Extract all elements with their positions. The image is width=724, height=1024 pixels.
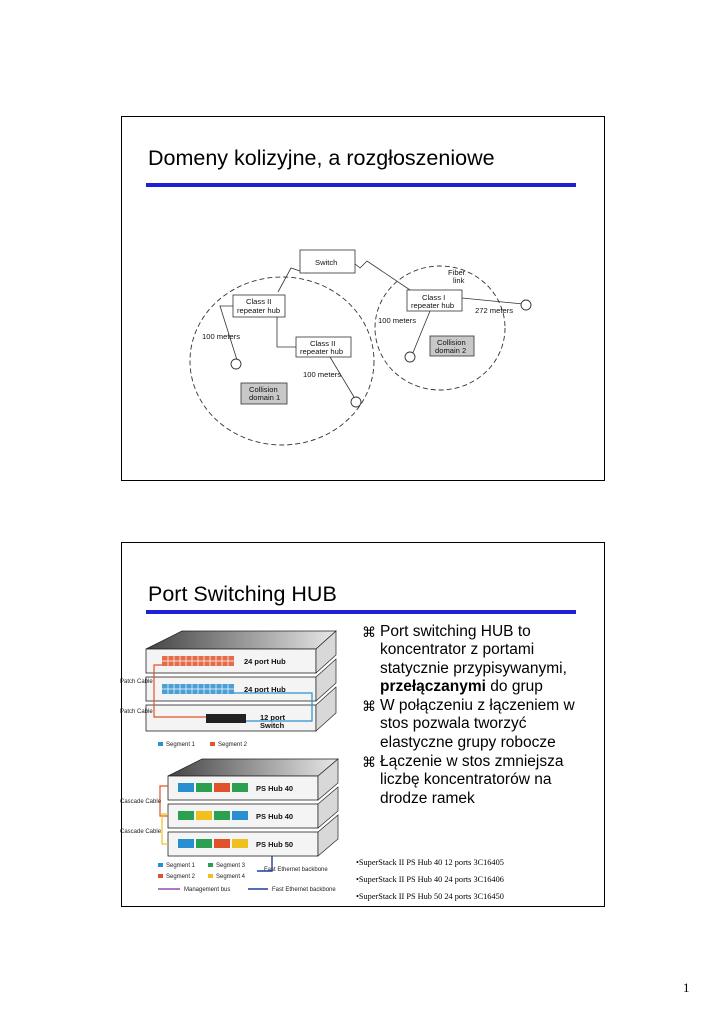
- station-left: [230, 358, 242, 370]
- legend-seg3-label: Segment 3: [216, 863, 246, 869]
- collision-domain-2-box: [429, 335, 475, 357]
- product-notes: •SuperStack II PS Hub 40 12 ports 3C1640…: [356, 854, 504, 905]
- link-left-hub-mid-hub: [276, 317, 296, 348]
- switch-12-label-1: 12 port: [260, 713, 286, 722]
- dist-left-label: 100 meters: [202, 332, 240, 341]
- legend-top-seg2-swatch: [210, 742, 215, 746]
- link-right-hub-fiber: [461, 297, 524, 305]
- hub-right-label-2: repeater hub: [411, 301, 454, 310]
- hub-left-label-2: repeater hub: [237, 306, 280, 315]
- station-right: [404, 351, 416, 363]
- hub-24-a-ports: [162, 656, 234, 666]
- cascade-cable-b: [161, 813, 168, 845]
- link-right-hub-station: [411, 310, 431, 356]
- cascade-cable-label-1: Cascade Cable: [120, 799, 162, 805]
- collision-domain-1-label-1: Collision: [249, 385, 278, 394]
- patch-cable-label-1: Patch Cable: [120, 679, 153, 685]
- hub-right-label-1: Class I: [422, 293, 445, 302]
- slide-port-switching-hub: Port Switching HUB 24 port Hub 24 port H…: [120, 542, 605, 907]
- bullet-item-3: ⌘ Łączenie w stos zmniejsza liczbę konce…: [362, 753, 598, 808]
- bullet-item-1: ⌘ Port switching HUB to koncentrator z p…: [362, 623, 598, 696]
- link-left-hub-station: [219, 305, 238, 361]
- legend-seg2-label: Segment 2: [166, 874, 196, 880]
- legend-seg1-swatch: [158, 863, 163, 867]
- switch-12-ports: [206, 714, 246, 723]
- bullet-1-text-before: Port switching HUB to koncentrator z por…: [380, 623, 567, 677]
- hub-right-box: [406, 289, 463, 312]
- legend-fast-eth-label: Fast Ethernet backbone: [272, 887, 336, 893]
- product-note-2: •SuperStack II PS Hub 40 24 ports 3C1640…: [356, 875, 504, 884]
- title-rule: [146, 183, 576, 187]
- product-note-3: •SuperStack II PS Hub 50 24 ports 3C1645…: [356, 892, 504, 901]
- legend-seg4-label: Segment 4: [216, 874, 246, 880]
- fiber-label-1: Fiber: [448, 268, 466, 277]
- bullet-item-2: ⌘ W połączeniu z łączeniem w stos pozwal…: [362, 697, 598, 752]
- collision-domain-1-label-2: domain 1: [249, 393, 280, 402]
- legend-seg4-swatch: [208, 874, 213, 878]
- legend-seg1-label: Segment 1: [166, 863, 196, 869]
- collision-domain-2-label-2: domain 2: [435, 346, 466, 355]
- hub-24-a-label: 24 port Hub: [244, 657, 286, 666]
- bullet-list: ⌘ Port switching HUB to koncentrator z p…: [362, 623, 598, 809]
- top-stack-lid: [145, 630, 337, 650]
- switch-label: Switch: [315, 258, 337, 267]
- hub-left-label-1: Class II: [246, 297, 271, 306]
- ps-hub-40-b-label: PS Hub 40: [256, 812, 293, 821]
- legend-mgmt-label: Management bus: [184, 887, 230, 893]
- slide-collision-domains: Domeny kolizyjne, a rozgłoszeniowe Switc…: [121, 116, 605, 481]
- bullet-command-icon: ⌘: [362, 698, 376, 715]
- link-mid-hub-station: [329, 356, 355, 398]
- hub-mid-label-1: Class II: [310, 339, 335, 348]
- bullet-3-text: Łączenie w stos zmniejsza liczbę koncent…: [380, 753, 564, 807]
- cascade-cable-a: [159, 785, 168, 817]
- dist-fiber-label: 272 meters: [475, 306, 513, 315]
- collision-domain-1-box: [240, 382, 288, 405]
- ps-hub-40-a-ports: [178, 783, 248, 792]
- fast-ethernet-cable: [257, 856, 273, 872]
- legend-top-seg2-label: Segment 2: [218, 742, 248, 748]
- bullet-command-icon: ⌘: [362, 624, 376, 640]
- dist-mid-label: 100 meters: [303, 370, 341, 379]
- ps-hub-50-ports: [178, 839, 248, 848]
- station-mid: [350, 396, 362, 408]
- legend-seg3-swatch: [208, 863, 213, 867]
- dist-right-upper-label: 100 meters: [378, 316, 416, 325]
- cascade-cable-label-2: Cascade Cable: [120, 829, 162, 835]
- collision-domain-2-label-1: Collision: [437, 338, 466, 347]
- ps-hub-50-label: PS Hub 50: [256, 840, 293, 849]
- legend-seg2-swatch: [158, 874, 163, 878]
- slide-title: Domeny kolizyjne, a rozgłoszeniowe: [148, 146, 495, 170]
- collision-domain-2-ellipse: [374, 265, 506, 391]
- stacked-hub-illustration: 24 port Hub 24 port Hub 12 port Switch P…: [120, 630, 339, 893]
- legend-top-seg1-label: Segment 1: [166, 742, 196, 748]
- patch-cable-label-2: Patch Cable: [120, 709, 153, 715]
- legend-top-seg1-swatch: [158, 742, 163, 746]
- slide-title: Port Switching HUB: [148, 582, 337, 606]
- bullet-command-icon: ⌘: [362, 754, 376, 771]
- ps-hub-40-a-label: PS Hub 40: [256, 784, 293, 793]
- patch-cable-blue: [234, 692, 313, 722]
- title-rule: [146, 610, 576, 614]
- link-switch-right: [353, 260, 417, 295]
- collision-domain-1-ellipse: [189, 276, 375, 446]
- patch-cable-red: [153, 664, 206, 718]
- product-note-1: •SuperStack II PS Hub 40 12 ports 3C1640…: [356, 858, 504, 867]
- bullet-1-text-after: do grup: [485, 677, 543, 695]
- switch-12-label-2: Switch: [260, 721, 285, 730]
- hub-24-b-label: 24 port Hub: [244, 685, 286, 694]
- switch-box: [299, 249, 356, 274]
- bullet-2-text: W połączeniu z łączeniem w stos pozwala …: [380, 697, 575, 751]
- collision-domain-diagram: Switch Class II repeater hub Class II re…: [189, 249, 532, 446]
- bullet-1-bold: przełączanymi: [380, 677, 486, 695]
- hub-24-b-ports: [162, 684, 234, 694]
- fast-ethernet-callout: Fast Ethernet backbone: [264, 867, 328, 873]
- hub-mid-label-2: repeater hub: [300, 347, 343, 356]
- station-fiber: [520, 299, 532, 311]
- lower-stack-lid: [167, 758, 339, 777]
- page-number: 1: [683, 980, 690, 995]
- ps-hub-40-b-ports: [178, 811, 248, 820]
- fiber-label-2: link: [453, 276, 465, 285]
